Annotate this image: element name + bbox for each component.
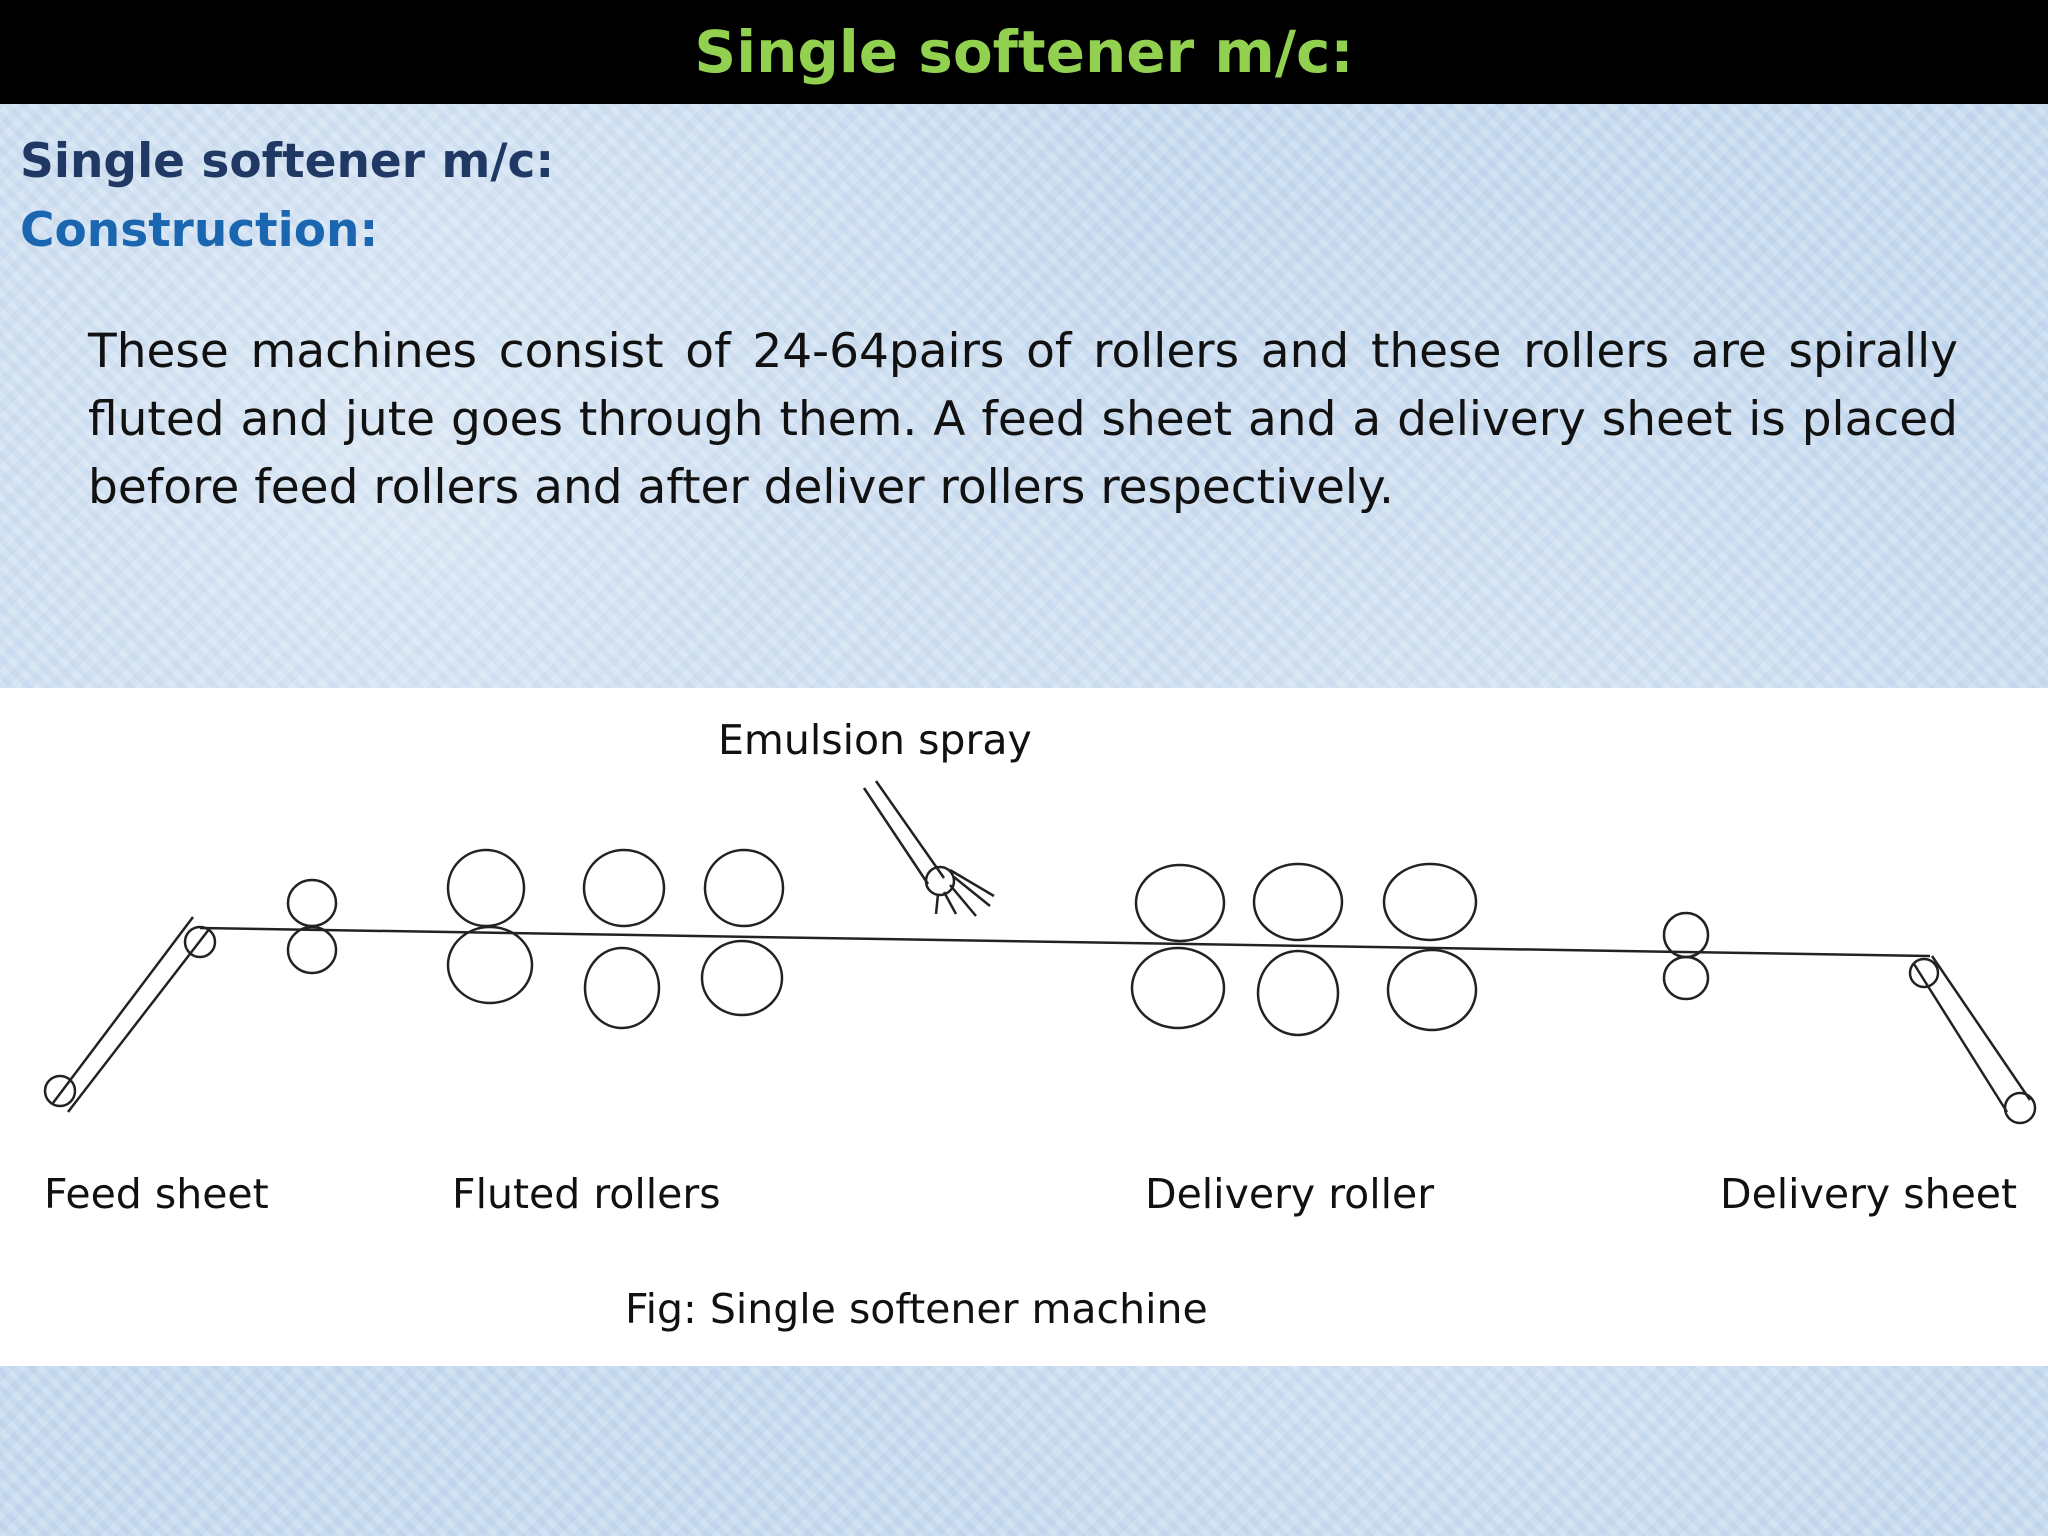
machine-diagram: Emulsion spray Feed sheet Fluted rollers…	[43, 716, 2037, 1333]
label-fluted-rollers: Fluted rollers	[452, 1170, 721, 1218]
construction-subheading: Construction:	[20, 203, 379, 258]
figure-caption: Fig: Single softener machine	[625, 1285, 1208, 1333]
delivery-rollers	[1130, 862, 1478, 1037]
feed-roller-pair	[286, 878, 338, 975]
label-feed-sheet: Feed sheet	[44, 1170, 269, 1218]
feed-sheet-conveyor	[43, 916, 217, 1113]
title-bar: Single softener m/c:	[0, 0, 2048, 104]
label-delivery-roller: Delivery roller	[1145, 1170, 1434, 1218]
exit-roller-pair	[1662, 911, 1710, 1001]
label-emulsion-spray: Emulsion spray	[718, 716, 1032, 764]
construction-paragraph: These machines consist of 24-64pairs of …	[88, 324, 1958, 515]
jute-path-line	[199, 926, 1931, 958]
emulsion-spray-nozzle	[862, 780, 995, 917]
softener-machine-figure: Emulsion spray Feed sheet Fluted rollers…	[0, 688, 2048, 1366]
section-heading: Single softener m/c:	[20, 134, 555, 189]
fluted-rollers	[446, 848, 785, 1030]
label-delivery-sheet: Delivery sheet	[1720, 1170, 2017, 1218]
delivery-sheet-conveyor	[1908, 955, 2037, 1125]
slide-title: Single softener m/c:	[694, 18, 1354, 86]
